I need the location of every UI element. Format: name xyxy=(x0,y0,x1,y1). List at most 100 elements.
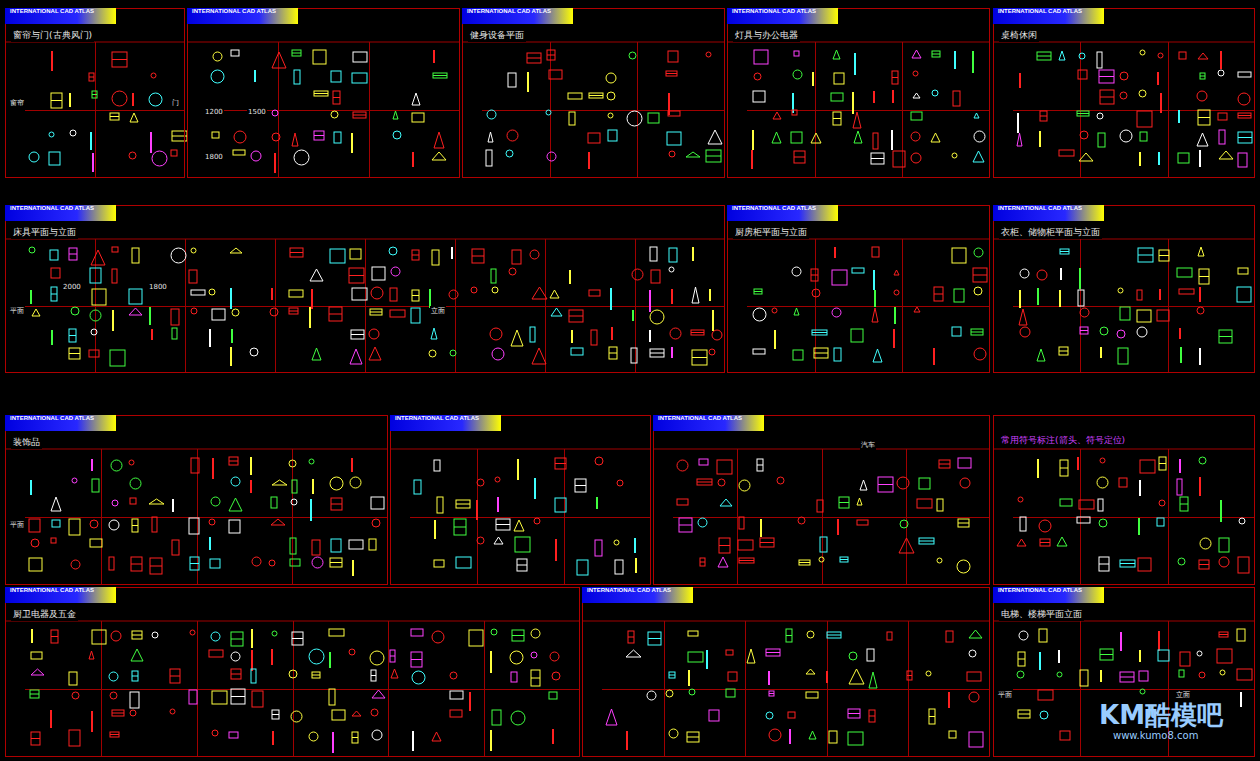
cad-block xyxy=(151,329,153,340)
cad-block xyxy=(50,710,52,728)
cad-block xyxy=(691,332,704,333)
cad-block xyxy=(848,709,860,718)
cad-block xyxy=(953,91,960,106)
cad-block xyxy=(706,150,721,162)
cad-block xyxy=(1100,347,1102,358)
cad-block xyxy=(411,659,422,660)
cad-block xyxy=(491,629,497,635)
cad-block xyxy=(932,51,940,57)
cad-block xyxy=(1140,50,1145,55)
cad-block xyxy=(191,248,196,253)
cad-block xyxy=(666,73,677,74)
cad-block xyxy=(152,151,167,166)
cad-block xyxy=(1237,629,1245,641)
cad-block xyxy=(1157,518,1164,526)
cad-block xyxy=(1197,91,1207,101)
grid-line xyxy=(390,449,651,450)
cad-block xyxy=(496,519,510,530)
grid-line xyxy=(25,110,185,111)
cad-block xyxy=(1097,477,1108,488)
cad-block xyxy=(871,158,884,159)
cad-block xyxy=(310,499,312,521)
cad-block xyxy=(1219,634,1228,635)
cad-block xyxy=(907,675,912,676)
cad-block xyxy=(1137,111,1152,127)
cad-block xyxy=(32,309,40,316)
watermark: www.kumo8.com xyxy=(1112,730,1199,741)
atlas-banner: INTERNATIONAL CAD ATLAS xyxy=(5,205,116,221)
cad-block xyxy=(352,737,358,738)
cad-block xyxy=(1237,287,1251,302)
cad-block xyxy=(534,478,536,499)
cad-block xyxy=(829,731,837,743)
cad-block xyxy=(271,649,273,665)
cad-block xyxy=(211,497,220,506)
cad-block xyxy=(1099,76,1114,77)
cad-block xyxy=(1137,327,1147,337)
cad-block xyxy=(312,540,320,555)
panel-art xyxy=(653,449,990,585)
cad-block xyxy=(149,307,151,325)
cad-block xyxy=(914,307,920,312)
cad-block xyxy=(1037,52,1051,60)
cad-block xyxy=(333,91,340,104)
cad-block xyxy=(369,539,376,550)
cad-block xyxy=(700,562,705,563)
cad-block xyxy=(1138,518,1140,535)
cad-block xyxy=(231,669,241,679)
cad-block xyxy=(511,672,517,682)
cad-block xyxy=(1040,111,1047,121)
cad-block xyxy=(369,329,379,339)
cad-block xyxy=(1039,520,1051,532)
cad-block xyxy=(212,309,225,320)
cad-block xyxy=(1079,500,1094,509)
cad-block xyxy=(929,709,935,724)
cad-block xyxy=(330,562,342,563)
cad-block xyxy=(939,464,950,465)
cad-block xyxy=(132,93,134,106)
cad-block xyxy=(669,151,675,157)
atlas-panel: INTERNATIONAL CAD ATLAS床具平面与立面 xyxy=(5,205,725,373)
cad-block xyxy=(492,710,501,725)
cad-block xyxy=(677,460,688,471)
cad-block xyxy=(331,498,342,510)
cad-block xyxy=(686,152,700,157)
cad-block xyxy=(1138,558,1151,571)
cad-block xyxy=(760,542,774,543)
cad-block xyxy=(1178,558,1185,565)
cad-block xyxy=(1037,56,1051,57)
cad-block xyxy=(894,290,899,295)
cad-block xyxy=(669,267,674,272)
cad-block xyxy=(289,460,296,467)
dimension-label: 1200 xyxy=(204,108,224,116)
cad-block xyxy=(754,73,761,80)
cad-block xyxy=(595,457,603,465)
cad-block xyxy=(967,672,981,681)
cad-block xyxy=(434,132,444,148)
cad-block xyxy=(1040,711,1048,719)
cad-block xyxy=(292,638,303,639)
cad-block xyxy=(254,70,256,82)
cad-block xyxy=(69,248,77,260)
cad-block xyxy=(29,519,40,532)
cad-block xyxy=(1238,137,1252,138)
cad-block xyxy=(527,72,529,92)
cad-block xyxy=(552,729,554,744)
dimension-label: 窗帘 xyxy=(9,98,25,108)
atlas-banner: INTERNATIONAL CAD ATLAS xyxy=(5,587,116,603)
cad-block xyxy=(760,538,774,547)
cad-block xyxy=(952,327,961,336)
cad-block xyxy=(412,731,414,751)
cad-block xyxy=(31,652,42,659)
cad-block xyxy=(793,70,802,79)
cad-block xyxy=(814,348,828,358)
cad-block xyxy=(1219,538,1229,552)
cad-block xyxy=(434,560,444,567)
cad-block xyxy=(69,730,80,746)
cad-block xyxy=(229,732,238,738)
cad-block xyxy=(132,635,142,636)
cad-block xyxy=(607,92,615,100)
panel-art xyxy=(993,449,1255,585)
cad-block xyxy=(210,559,220,568)
cad-block xyxy=(491,269,496,283)
